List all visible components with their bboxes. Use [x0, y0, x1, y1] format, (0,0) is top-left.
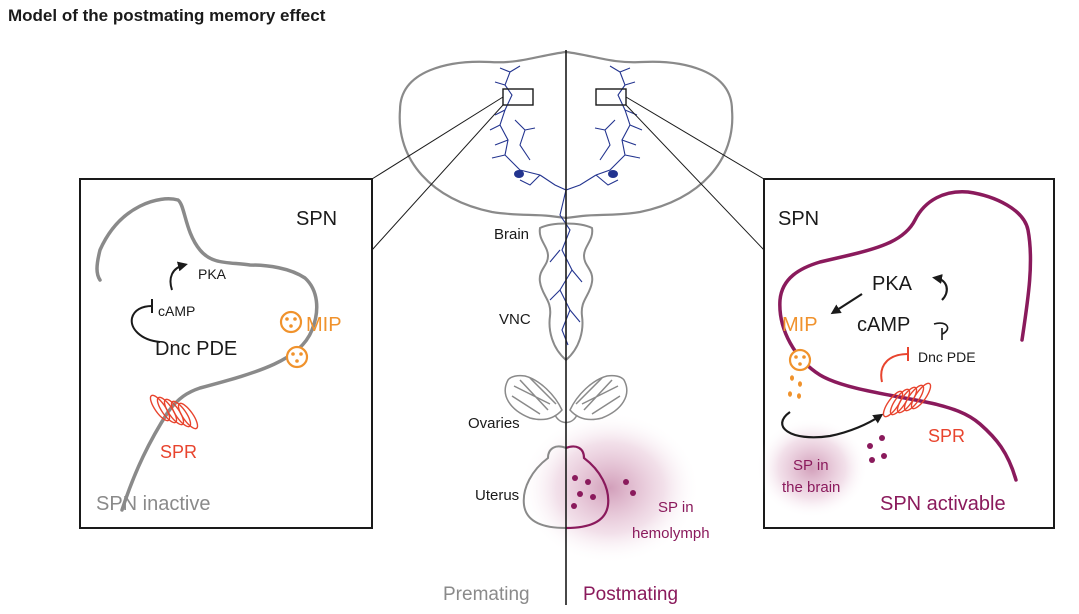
sp-hemolymph-label-2: hemolymph	[632, 525, 710, 542]
right-mip-vesicle	[788, 348, 812, 372]
right-pka-to-mip-arrow	[830, 293, 863, 315]
left-mip-vesicles	[279, 310, 309, 369]
right-mip-released-dots	[788, 375, 802, 399]
right-dnc-pde-label: Dnc PDE	[918, 349, 976, 365]
sp-dots-uterus	[571, 475, 636, 509]
right-pde-inhibition	[933, 322, 949, 335]
left-camp-label: cAMP	[158, 303, 195, 319]
left-dnc-pde-label: Dnc PDE	[155, 338, 237, 360]
right-camp-to-pka-arrow	[932, 274, 948, 301]
left-spr-label: SPR	[160, 442, 197, 462]
right-status-label: SPN activable	[880, 493, 1006, 515]
vnc-outline	[538, 222, 594, 362]
vnc-label: VNC	[499, 311, 531, 328]
left-panel-frame	[79, 178, 373, 529]
ovaries-label: Ovaries	[468, 415, 520, 432]
left-spn-label: SPN	[296, 208, 337, 230]
brain-label: Brain	[494, 226, 529, 243]
page-title: Model of the postmating memory effect	[8, 6, 326, 25]
brain-outline	[398, 50, 734, 220]
right-mip-label: MIP	[782, 314, 818, 336]
sp-brain-label-1: SP in	[793, 457, 829, 474]
left-status-label: SPN inactive	[96, 493, 211, 515]
left-spn-membrane	[95, 197, 319, 512]
zoom-line-left-top	[371, 96, 504, 180]
premating-label: Premating	[443, 584, 530, 605]
zoom-line-right-top	[625, 96, 765, 180]
postmating-label: Postmating	[583, 584, 678, 605]
right-spr-receptor	[882, 382, 932, 418]
right-sp-to-spr-arrow	[781, 411, 884, 439]
zoom-box-left	[502, 88, 534, 106]
zoom-line-right-bottom	[625, 104, 765, 251]
left-pka-arrow	[169, 261, 188, 291]
left-pde-inhibition	[130, 305, 161, 343]
uterus-premating-half	[522, 445, 567, 529]
sp-dots-brain	[867, 435, 887, 463]
right-spr-inhibits-pde	[880, 353, 909, 383]
right-spn-membrane	[778, 190, 1033, 482]
sp-brain-haze	[756, 418, 868, 518]
uterus-postmating-half	[565, 445, 610, 530]
right-camp-label: cAMP	[857, 314, 910, 336]
sp-brain-label-2: the brain	[782, 479, 840, 496]
right-spr-label: SPR	[928, 426, 965, 446]
right-spn-label: SPN	[778, 208, 819, 230]
zoom-line-left-bottom	[371, 104, 504, 251]
left-mip-label: MIP	[306, 314, 342, 336]
neuron-somata	[514, 170, 618, 178]
left-pka-label: PKA	[198, 266, 227, 282]
postmating-sp-haze	[520, 412, 700, 564]
right-pka-label: PKA	[872, 273, 913, 295]
uterus-label: Uterus	[475, 487, 519, 504]
left-spr-receptor	[149, 394, 199, 430]
sp-hemolymph-label-1: SP in	[658, 499, 694, 516]
